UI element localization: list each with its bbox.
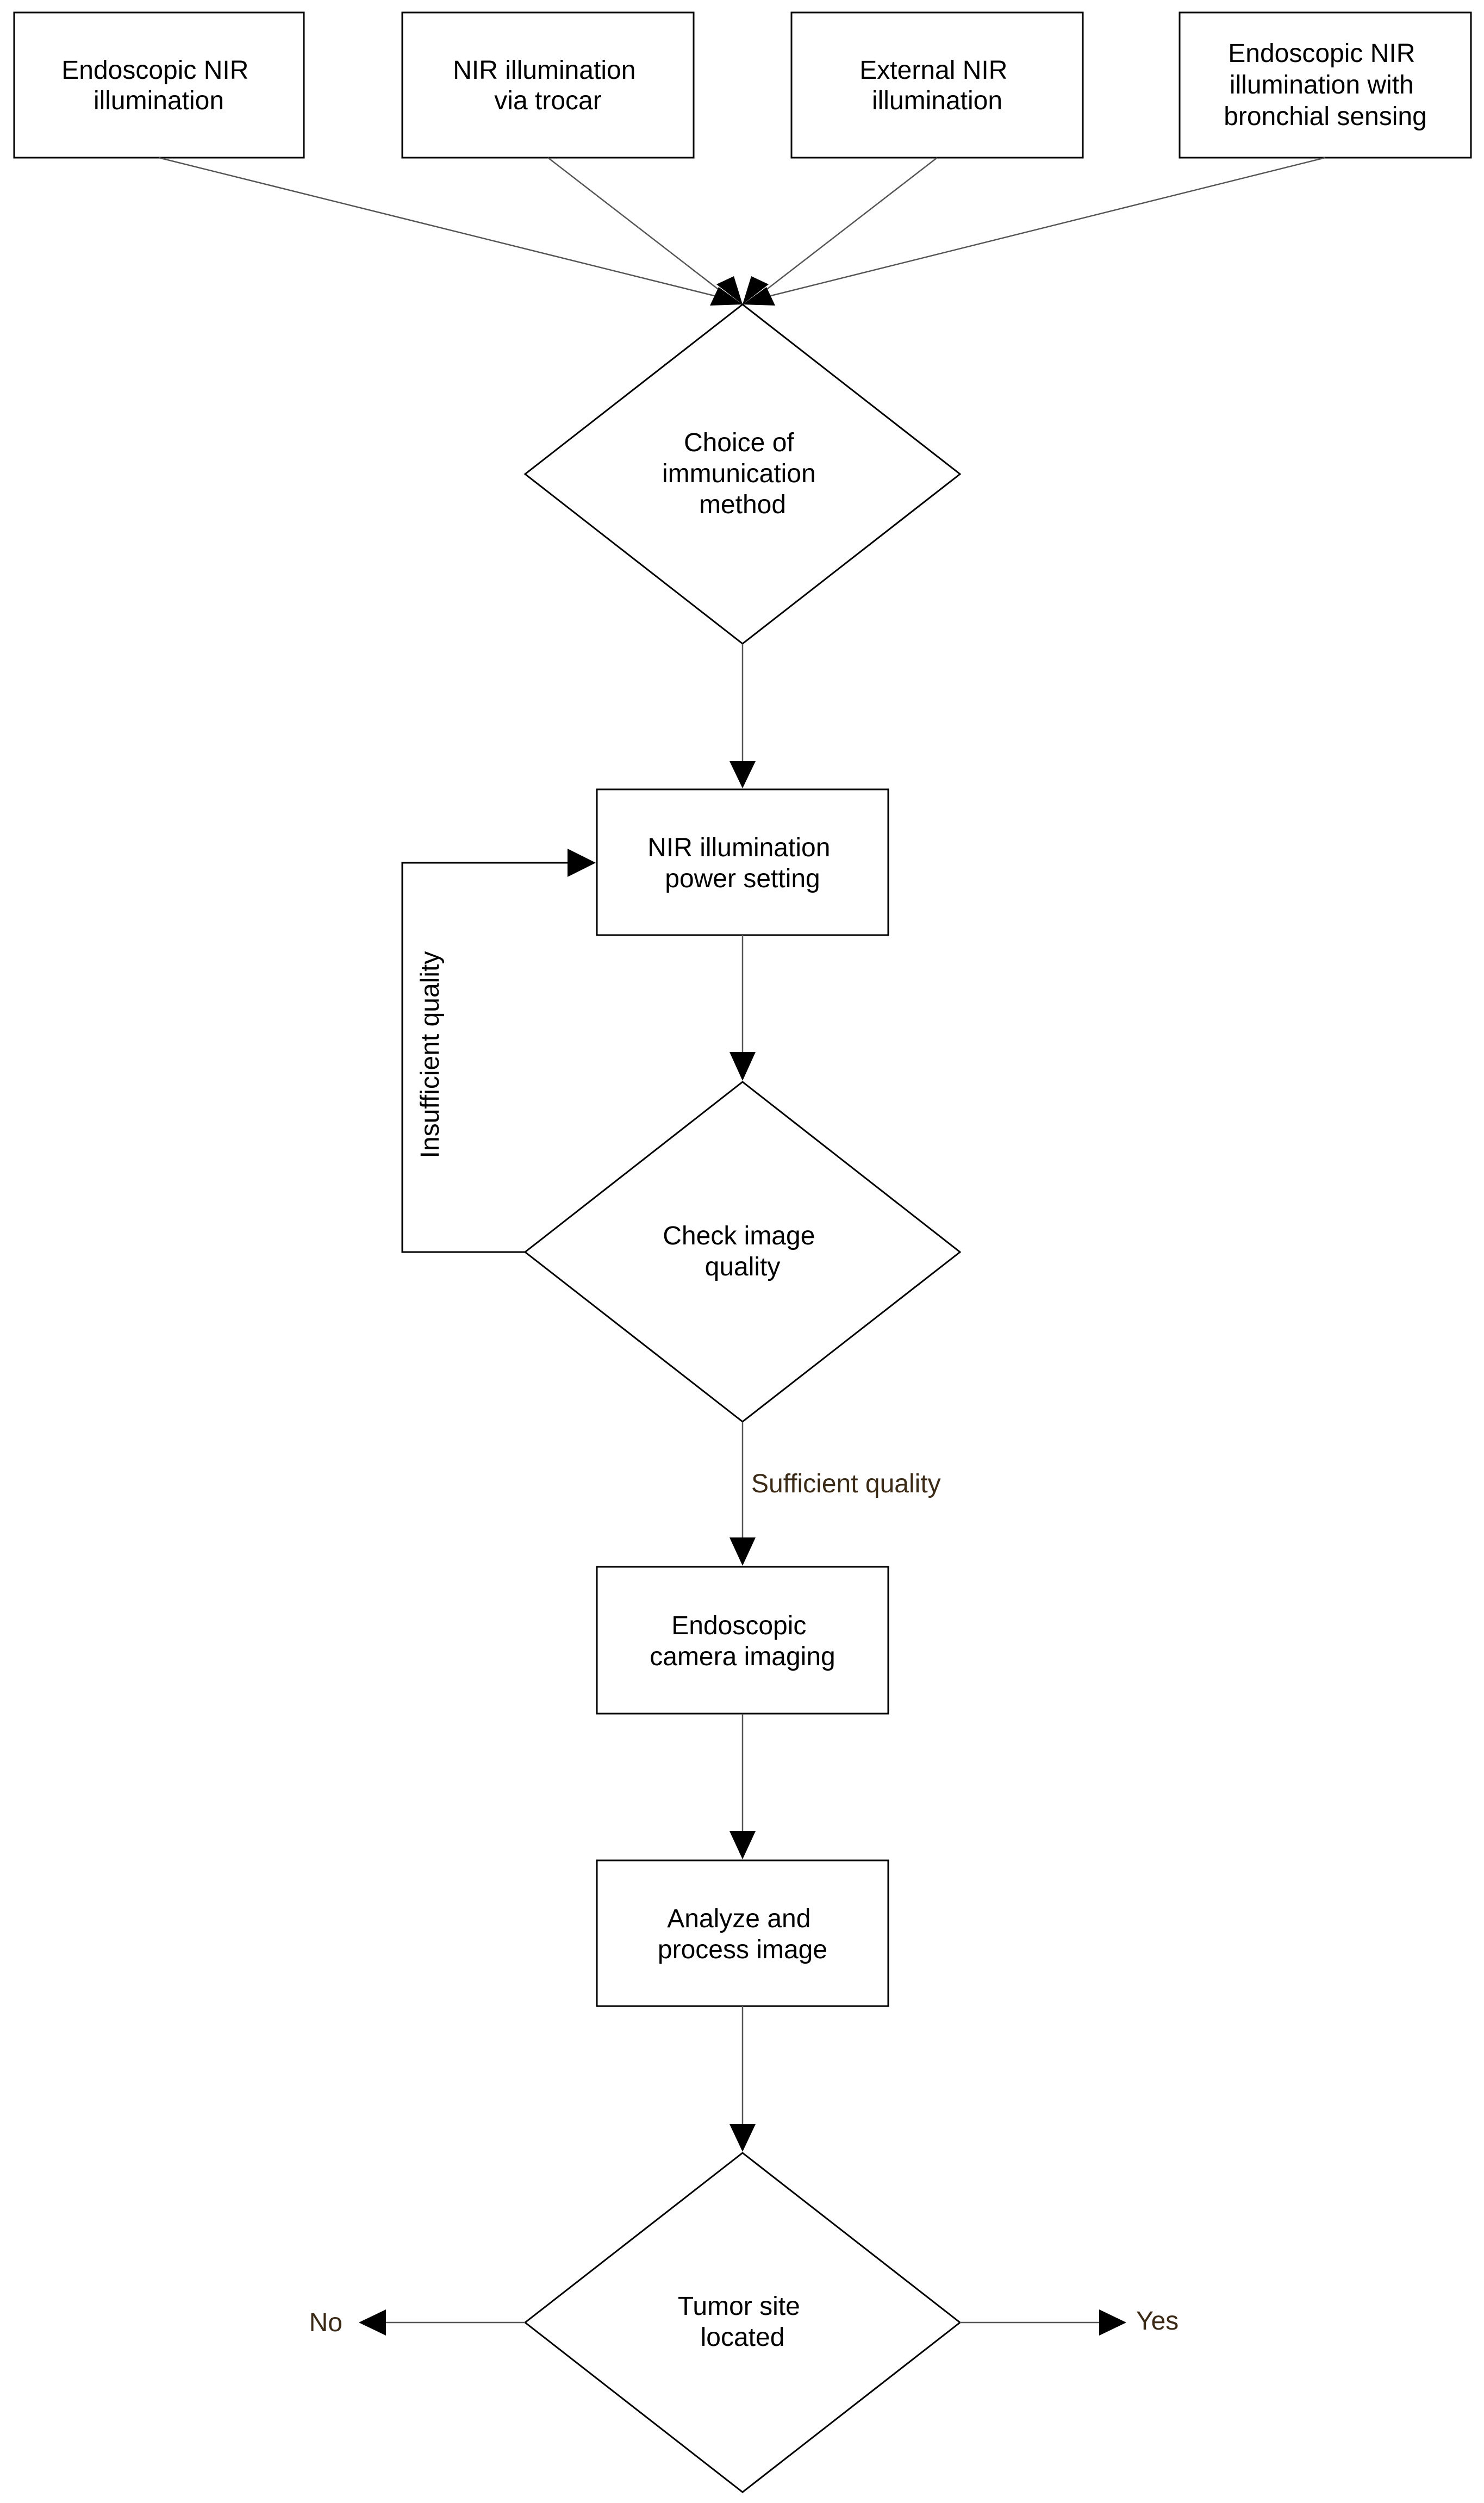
edge-label-sufficient-quality: Sufficient quality xyxy=(751,1470,941,1498)
edge-tumor-no: No xyxy=(309,2308,525,2337)
edge-sufficient-quality: Sufficient quality xyxy=(729,1422,941,1566)
node-endoscopic-camera-imaging: Endoscopic camera imaging xyxy=(596,1566,889,1715)
edge-tumor-yes: Yes xyxy=(960,2307,1179,2336)
edge-insufficient-quality-loop: Insufficient quality xyxy=(401,849,596,1253)
edge-camera-to-analyze xyxy=(729,1714,756,1859)
node-analyze-and-process-image: Analyze and process image xyxy=(596,1859,889,2007)
node-label: NIR illumination via trocar xyxy=(453,56,643,115)
edge-label-no: No xyxy=(309,2308,342,2337)
edge-endoscopic-to-choice xyxy=(158,157,724,299)
edge-choice-to-power-setting xyxy=(729,644,756,788)
arrowhead xyxy=(568,849,596,877)
arrowhead xyxy=(729,1831,756,1859)
node-tumor-site-located: Tumor site located xyxy=(523,2152,962,2493)
node-label: Analyze and process image xyxy=(658,1904,827,1964)
arrowhead xyxy=(359,2309,386,2336)
node-label: Endoscopic NIR illumination xyxy=(61,56,256,115)
arrowhead xyxy=(1099,2309,1126,2336)
node-nir-illumination-via-trocar: NIR illumination via trocar xyxy=(401,11,695,159)
node-endoscopic-nir-bronchial-sensing: Endoscopic NIR illumination with bronchi… xyxy=(1179,11,1472,159)
arrowhead xyxy=(729,1537,756,1566)
node-label: NIR illumination power setting xyxy=(647,833,837,893)
arrowhead xyxy=(729,761,756,788)
arrowhead xyxy=(710,287,743,306)
node-choice-of-immunication-method: Choice of immunication method xyxy=(523,303,962,645)
arrowhead xyxy=(716,276,743,304)
edge-external-to-choice xyxy=(757,157,938,297)
edge-power-setting-to-check-quality xyxy=(729,935,756,1081)
arrowhead xyxy=(743,276,769,304)
edge-bronchial-to-choice xyxy=(762,157,1326,299)
edge-trocar-to-choice xyxy=(547,157,728,297)
node-endoscopic-nir-illumination: Endoscopic NIR illumination xyxy=(13,11,305,159)
edge-analyze-to-tumor-located xyxy=(729,2006,756,2152)
node-label: Check image quality xyxy=(663,1222,822,1281)
node-label: Choice of immunication method xyxy=(662,428,823,519)
edges-sources-to-choice xyxy=(158,157,1326,306)
arrowhead xyxy=(729,1052,756,1081)
node-label: Endoscopic NIR illumination with bronchi… xyxy=(1224,39,1427,131)
node-label: Tumor site located xyxy=(678,2292,807,2352)
node-nir-illumination-power-setting: NIR illumination power setting xyxy=(596,788,889,936)
arrowhead xyxy=(729,2124,756,2152)
node-label: Endoscopic camera imaging xyxy=(650,1611,835,1671)
edge-label-yes: Yes xyxy=(1136,2307,1179,2336)
edge-label-insufficient-quality: Insufficient quality xyxy=(416,951,445,1159)
node-label: External NIR illumination xyxy=(859,56,1014,115)
node-check-image-quality: Check image quality xyxy=(523,1081,962,1423)
node-external-nir-illumination: External NIR illumination xyxy=(790,11,1084,159)
arrowhead xyxy=(743,287,775,306)
